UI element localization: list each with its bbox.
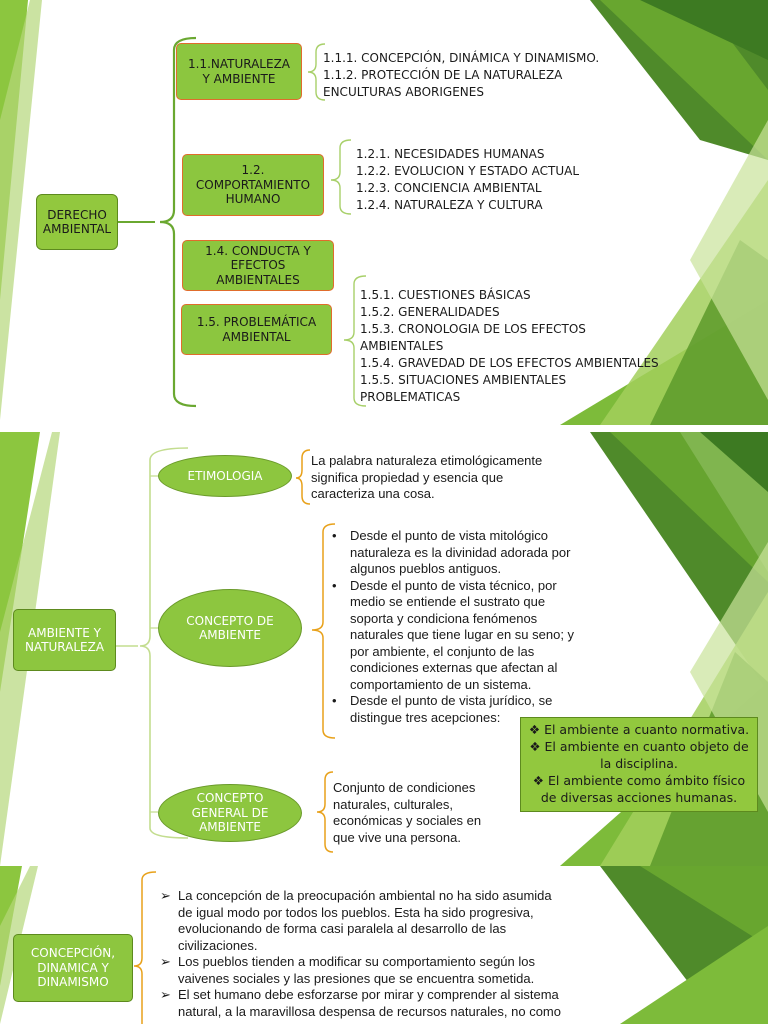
text-line: distingue tres acepciones: [350,709,501,725]
diamond-bullet-icon: ❖ [529,739,545,754]
acepcion-item: ❖ El ambiente en cuanto objeto de la dis… [525,738,753,772]
text-line: Los pueblos tienden a modificar su compo… [178,954,535,969]
text-line: evolucionando de forma casi paralela al … [178,921,507,936]
text-line: comportamiento de un sistema. [350,676,532,692]
node-comportamiento-humano: 1.2. COMPORTAMIENTO HUMANO [182,154,324,216]
text-line: económicas y sociales en [333,813,482,828]
list-item: 1.5.3. CRONOLOGIA DE LOS EFECTOS [360,322,586,336]
text-line: medio se entiende el sustrato que [350,594,546,609]
bullet-dot-icon: • [332,693,337,708]
text-line: naturales que tiene lugar en su seno; y [350,627,575,642]
text-line: Conjunto de condiciones [333,780,476,795]
text-etimologia: La palabra naturaleza etimológicamente s… [311,453,542,503]
list-comportamiento-humano: 1.2.1. NECESIDADES HUMANAS 1.2.2. EVOLUC… [356,146,579,214]
bullet-dot-icon: • [332,528,337,543]
diamond-bullet-icon: ❖ [532,773,548,788]
bullet-item: ➢ La concepción de la preocupación ambie… [156,888,561,954]
text-line: de igual modo por todos los pueblos. Est… [178,904,534,920]
node-naturaleza-ambiente: 1.1.NATURALEZA Y AMBIENTE [176,43,302,100]
text-line: naturales, culturales, [333,796,453,812]
bullet-item: ➢ Los pueblos tienden a modificar su com… [156,954,561,987]
slide-ambiente-naturaleza: AMBIENTE Y NATURALEZA ETIMOLOGIA CONCEPT… [0,432,768,866]
text-line: significa propiedad y esencia que [311,469,504,485]
decorative-green-shapes [0,0,768,425]
text-line: Desde el punto de vista jurídico, se [350,693,553,708]
text-line: que vive una persona. [333,829,461,845]
bullet-dot-icon: • [332,577,337,593]
text-line: Desde el punto de vista mitológico [350,528,549,543]
text-line: civilizaciones. [178,937,258,953]
list-item: 1.2.1. NECESIDADES HUMANAS [356,147,545,161]
list-item: 1.2.4. NATURALEZA Y CULTURA [356,198,543,212]
arrow-bullet-icon: ➢ [160,888,171,903]
node-etimologia: ETIMOLOGIA [158,455,292,497]
text-line: La palabra naturaleza etimológicamente [311,453,543,468]
text-line: La concepción de la preocupación ambient… [178,888,552,903]
root-node-ambiente-naturaleza: AMBIENTE Y NATURALEZA [13,609,116,671]
acepcion-text: El ambiente en cuanto objeto de la disci… [544,739,749,771]
list-item: 1.5.2. GENERALIDADES [360,305,500,319]
list-concepcion: ➢ La concepción de la preocupación ambie… [156,888,561,1020]
root-node-concepcion-dinamica: CONCEPCIÓN, DINAMICA Y DINAMISMO [13,934,133,1002]
bullet-item: ➢ El set humano debe esforzarse por mira… [156,987,561,1020]
acepcion-item: ❖ El ambiente como ámbito físico de dive… [525,772,753,806]
text-line: natural, a la maravillosa despensa de re… [178,1003,561,1019]
list-item: 1.5.4. GRAVEDAD DE LOS EFECTOS AMBIENTAL… [360,356,659,370]
list-concepto-ambiente: • Desde el punto de vista mitológico nat… [328,528,574,726]
text-line: Desde el punto de vista técnico, por [350,577,557,593]
slide2-brackets [116,447,336,853]
text-line: algunos pueblos antiguos. [350,561,502,576]
root-node-derecho-ambiental: DERECHO AMBIENTAL [36,194,118,250]
text-line: vaivenes sociales y las presiones que se… [178,970,535,986]
text-line: por ambiente, el conjunto de las [350,643,535,659]
node-concepto-general: CONCEPTO GENERAL DE AMBIENTE [158,784,302,842]
list-item: 1.1.2. PROTECCIÓN DE LA NATURALEZA [323,68,563,82]
text-line: El set humano debe esforzarse por mirar … [178,987,559,1002]
node-concepto-ambiente: CONCEPTO DE AMBIENTE [158,589,302,667]
bullet-item: • Desde el punto de vista mitológico nat… [328,528,574,578]
node-problematica-ambiental: 1.5. PROBLEMÁTICA AMBIENTAL [181,304,332,355]
text-line: soporta y condiciona fenómenos [350,610,538,626]
acepcion-item: ❖ El ambiente a cuanto normativa. [525,721,753,738]
list-item: AMBIENTALES [360,339,444,353]
slide-concepcion-dinamica: CONCEPCIÓN, DINAMICA Y DINAMISMO ➢ La co… [0,866,768,1024]
text-line: naturaleza es la divinidad adorada por [350,544,571,560]
list-item: 1.5.5. SITUACIONES AMBIENTALES [360,373,567,387]
list-item: ENCULTURAS ABORIGENES [323,85,484,99]
node-conducta-efectos: 1.4. CONDUCTA Y EFECTOS AMBIENTALES [182,240,334,291]
acepciones-box: ❖ El ambiente a cuanto normativa. ❖ El a… [520,717,758,812]
bullet-item: • Desde el punto de vista técnico, por m… [328,578,574,694]
arrow-bullet-icon: ➢ [160,954,171,969]
list-item: 1.1.1. CONCEPCIÓN, DINÁMICA Y DINAMISMO. [323,51,600,65]
arrow-bullet-icon: ➢ [160,987,171,1002]
list-item: 1.2.2. EVOLUCION Y ESTADO ACTUAL [356,164,580,178]
slide3-brackets [133,871,157,1024]
list-item: 1.2.3. CONCIENCIA AMBIENTAL [356,181,542,195]
list-item: PROBLEMATICAS [360,390,461,404]
acepcion-text: El ambiente como ámbito físico de divers… [540,773,746,805]
bullet-item: • Desde el punto de vista jurídico, se d… [328,693,574,726]
list-problematica-ambiental: 1.5.1. CUESTIONES BÁSICAS 1.5.2. GENERAL… [360,287,659,406]
list-naturaleza-ambiente: 1.1.1. CONCEPCIÓN, DINÁMICA Y DINAMISMO.… [323,50,599,101]
list-item: 1.5.1. CUESTIONES BÁSICAS [360,288,531,302]
diamond-bullet-icon: ❖ [528,722,545,737]
acepcion-text: El ambiente a cuanto normativa. [544,722,750,737]
text-line: condiciones externas que afectan al [350,660,558,675]
slide1-brackets [118,36,367,408]
slide-derecho-ambiental: DERECHO AMBIENTAL 1.1.NATURALEZA Y AMBIE… [0,0,768,425]
text-concepto-general: Conjunto de condiciones naturales, cultu… [333,780,481,846]
text-line: caracteriza una cosa. [311,486,435,501]
